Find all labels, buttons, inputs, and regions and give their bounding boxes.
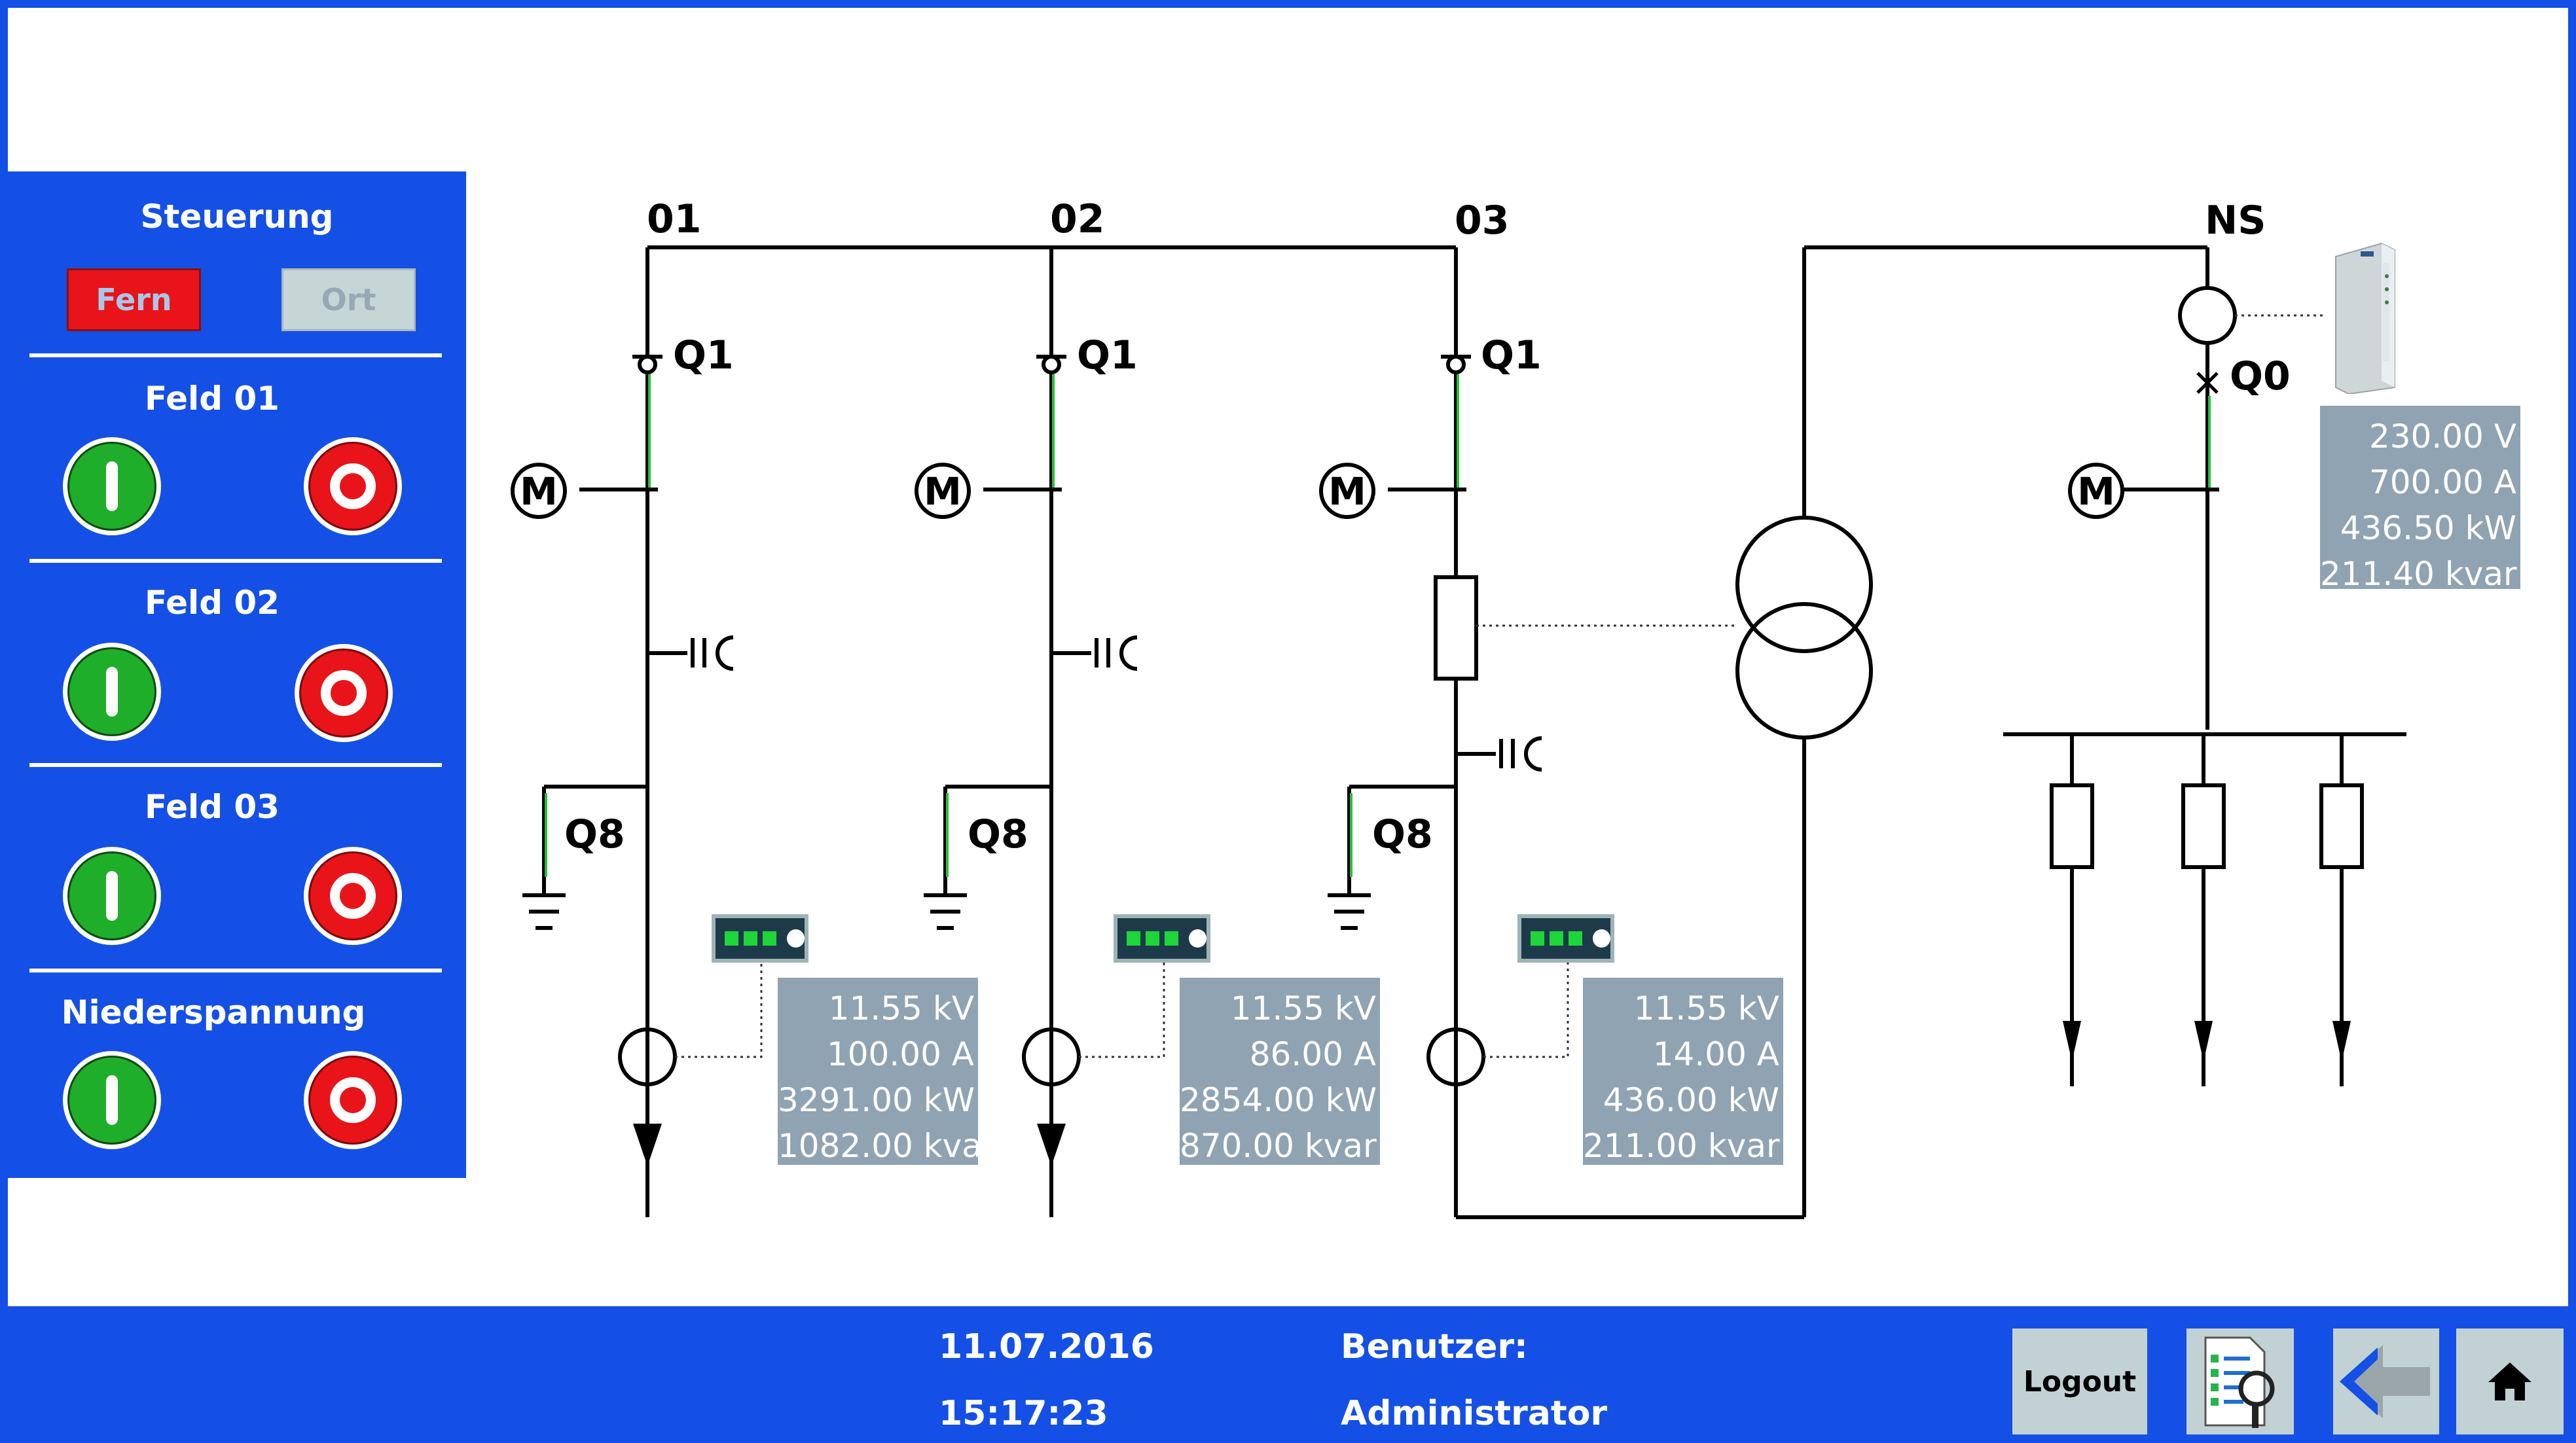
section-title-feld-01: Feld 01 [145,380,280,418]
feeder-01-readout: 11.55 kV 100.00 A 3291.00 kW 1082.00 kva… [778,978,995,1165]
panel-title: Steuerung [140,198,334,236]
feld-02-off-button[interactable] [295,644,393,742]
fuse-icon [1434,575,1478,681]
niederspannung-off-button[interactable] [304,1051,402,1149]
user-name: Administrator [1341,1394,1608,1433]
local-mode-button[interactable]: Ort [281,268,416,331]
niederspannung-on-button[interactable] [63,1051,161,1149]
home-button[interactable] [2456,1328,2564,1434]
transformer-icon [1735,516,1873,653]
feeder-02-readout: 11.55 kV 86.00 A 2854.00 kW 870.00 kvar [1180,978,1380,1165]
home-icon [2488,1363,2531,1400]
current-transformer-icon [2178,286,2237,345]
feeder-02-status-indicator[interactable] [1114,914,1210,963]
breaker-q0-label: Q0 [2230,353,2291,399]
feeder-03-label: 03 [1455,198,1510,243]
breaker-q1-label: Q1 [1481,332,1542,378]
document-search-icon [2204,1336,2275,1428]
section-title-feld-03: Feld 03 [145,788,280,826]
power-meter-device-icon [2335,242,2395,394]
control-panel: Steuerung Fern Ort Feld 01 Feld 02 Feld … [8,171,466,1178]
lv-label: NS [2205,198,2266,243]
remote-mode-button[interactable]: Fern [67,268,201,331]
divider [29,353,442,357]
section-title-niederspannung: Niederspannung [61,993,366,1031]
report-button[interactable] [2186,1328,2294,1434]
breaker-q1-icon [638,355,657,374]
section-title-feld-02: Feld 02 [145,584,280,622]
divider [29,559,442,563]
earth-switch-q8-label: Q8 [1372,811,1433,857]
motor-label: M [1328,469,1366,514]
feld-01-off-button[interactable] [304,437,402,535]
feld-03-off-button[interactable] [304,847,402,945]
feld-03-on-button[interactable] [63,847,161,945]
current-date: 11.07.2016 [939,1327,1154,1366]
back-arrow-icon [2340,1345,2430,1418]
motor-label: M [924,469,962,514]
motor-icon [511,463,567,519]
motor-label: M [520,469,558,514]
feeder-03-readout: 11.55 kV 14.00 A 436.00 kW 211.00 kvar [1583,978,1783,1165]
feeder-01-label: 01 [647,196,702,242]
earth-switch-q8-label: Q8 [968,811,1028,857]
motor-icon [1319,463,1375,519]
breaker-q1-icon [1042,355,1061,374]
divider [29,763,442,767]
feeder-02-label: 02 [1050,196,1105,242]
current-time: 15:17:23 [939,1394,1108,1433]
feeder-01-status-indicator[interactable] [712,914,808,963]
breaker-q1-label: Q1 [673,332,734,378]
breaker-q1-label: Q1 [1077,332,1138,378]
lv-readout: 230.00 V 700.00 A 436.50 kW 211.40 kvar [2320,406,2520,593]
breaker-q1-icon [1446,355,1466,374]
feeder-03-status-indicator[interactable] [1517,914,1614,963]
motor-label: M [2077,469,2115,514]
motor-icon [915,463,971,519]
divider [29,969,442,972]
user-label: Benutzer: [1341,1327,1528,1366]
feld-01-on-button[interactable] [63,437,161,535]
logout-button[interactable]: Logout [2012,1328,2147,1434]
motor-icon [2068,463,2124,519]
earth-switch-q8-label: Q8 [564,811,625,857]
back-button[interactable] [2333,1328,2439,1434]
feld-02-on-button[interactable] [63,643,161,741]
